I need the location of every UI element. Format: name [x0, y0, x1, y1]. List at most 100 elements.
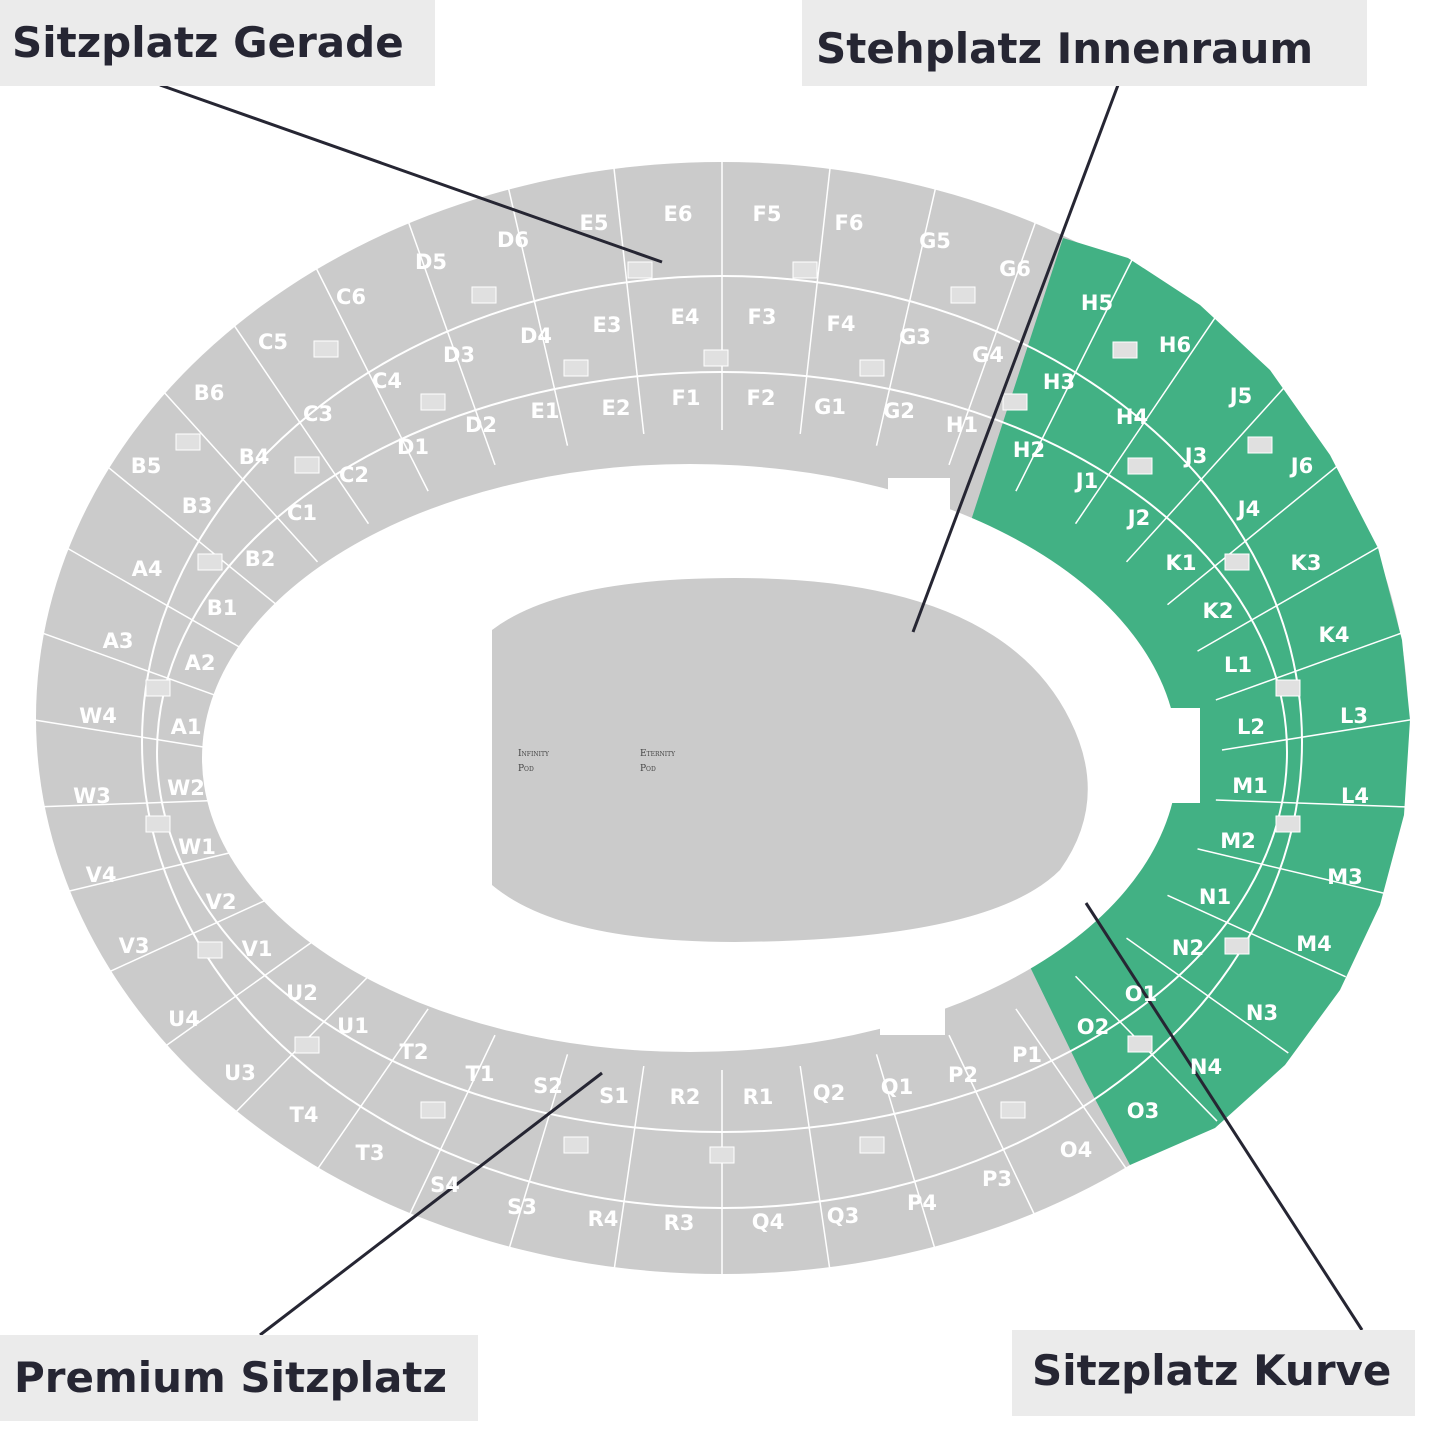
section-w1[interactable]: W1 [178, 835, 216, 859]
section-e4[interactable]: E4 [671, 305, 700, 329]
section-h2[interactable]: H2 [1013, 438, 1045, 462]
section-u3[interactable]: U3 [224, 1061, 256, 1085]
section-v1[interactable]: V1 [242, 937, 273, 961]
section-c3[interactable]: C3 [303, 402, 333, 426]
section-e3[interactable]: E3 [593, 313, 622, 337]
section-o2[interactable]: O2 [1077, 1015, 1109, 1039]
section-g3[interactable]: G3 [899, 325, 931, 349]
section-t4[interactable]: T4 [290, 1103, 319, 1127]
section-f3[interactable]: F3 [748, 305, 777, 329]
section-a3[interactable]: A3 [103, 629, 134, 653]
section-v4[interactable]: V4 [86, 863, 117, 887]
section-b6[interactable]: B6 [194, 381, 225, 405]
section-k4[interactable]: K4 [1319, 623, 1350, 647]
section-c2[interactable]: C2 [339, 463, 369, 487]
section-f4[interactable]: F4 [827, 312, 856, 336]
section-b4[interactable]: B4 [239, 445, 270, 469]
section-e6[interactable]: E6 [664, 202, 693, 226]
section-k1[interactable]: K1 [1166, 551, 1197, 575]
section-h1[interactable]: H1 [946, 413, 978, 437]
section-l3[interactable]: L3 [1340, 704, 1368, 728]
section-u4[interactable]: U4 [168, 1007, 200, 1031]
section-m4[interactable]: M4 [1296, 932, 1332, 956]
section-c4[interactable]: C4 [372, 369, 402, 393]
section-e2[interactable]: E2 [602, 396, 631, 420]
section-b5[interactable]: B5 [131, 454, 162, 478]
section-g4[interactable]: G4 [972, 343, 1004, 367]
section-s1[interactable]: S1 [599, 1084, 629, 1108]
section-l1[interactable]: L1 [1224, 653, 1252, 677]
section-r4[interactable]: R4 [588, 1207, 619, 1231]
section-c1[interactable]: C1 [287, 501, 317, 525]
section-v3[interactable]: V3 [119, 934, 150, 958]
section-j4[interactable]: J4 [1236, 497, 1260, 521]
section-p4[interactable]: P4 [907, 1191, 937, 1215]
section-j1[interactable]: J1 [1074, 469, 1098, 493]
section-w2[interactable]: W2 [167, 776, 205, 800]
section-r3[interactable]: R3 [664, 1211, 695, 1235]
section-o3[interactable]: O3 [1127, 1099, 1159, 1123]
section-e1[interactable]: E1 [531, 399, 560, 423]
section-g2[interactable]: G2 [883, 399, 915, 423]
section-m3[interactable]: M3 [1327, 865, 1363, 889]
section-f5[interactable]: F5 [753, 202, 782, 226]
section-j6[interactable]: J6 [1289, 454, 1313, 478]
section-t3[interactable]: T3 [356, 1141, 385, 1165]
section-d1[interactable]: D1 [397, 435, 429, 459]
section-p1[interactable]: P1 [1012, 1043, 1042, 1067]
section-g6[interactable]: G6 [999, 257, 1031, 281]
section-m2[interactable]: M2 [1220, 829, 1256, 853]
section-a1[interactable]: A1 [171, 715, 202, 739]
section-g1[interactable]: G1 [814, 395, 846, 419]
section-b1[interactable]: B1 [207, 596, 238, 620]
section-d2[interactable]: D2 [465, 413, 497, 437]
section-n4[interactable]: N4 [1190, 1055, 1222, 1079]
section-k3[interactable]: K3 [1291, 551, 1322, 575]
section-h6[interactable]: H6 [1159, 333, 1191, 357]
section-h3[interactable]: H3 [1043, 370, 1075, 394]
section-k2[interactable]: K2 [1203, 599, 1234, 623]
section-f2[interactable]: F2 [747, 386, 776, 410]
section-w3[interactable]: W3 [73, 784, 111, 808]
section-m1[interactable]: M1 [1232, 774, 1268, 798]
section-d5[interactable]: D5 [415, 250, 447, 274]
section-d6[interactable]: D6 [497, 228, 529, 252]
section-p2[interactable]: P2 [948, 1063, 978, 1087]
section-w4[interactable]: W4 [79, 704, 117, 728]
section-s2[interactable]: S2 [533, 1074, 563, 1098]
section-j3[interactable]: J3 [1183, 444, 1207, 468]
section-d3[interactable]: D3 [443, 343, 475, 367]
section-j5[interactable]: J5 [1228, 384, 1252, 408]
section-n2[interactable]: N2 [1172, 936, 1204, 960]
section-h5[interactable]: H5 [1081, 291, 1113, 315]
section-o1[interactable]: O1 [1125, 982, 1157, 1006]
section-v2[interactable]: V2 [206, 890, 237, 914]
section-u1[interactable]: U1 [337, 1014, 369, 1038]
section-n1[interactable]: N1 [1199, 885, 1231, 909]
section-q1[interactable]: Q1 [881, 1075, 913, 1099]
section-j2[interactable]: J2 [1126, 506, 1150, 530]
section-n3[interactable]: N3 [1246, 1001, 1278, 1025]
section-b2[interactable]: B2 [245, 547, 276, 571]
section-b3[interactable]: B3 [182, 494, 213, 518]
section-a4[interactable]: A4 [132, 557, 163, 581]
section-h4[interactable]: H4 [1116, 405, 1148, 429]
section-f1[interactable]: F1 [672, 386, 701, 410]
section-t2[interactable]: T2 [400, 1040, 429, 1064]
section-c6[interactable]: C6 [336, 285, 366, 309]
section-f6[interactable]: F6 [835, 211, 864, 235]
section-q3[interactable]: Q3 [827, 1204, 859, 1228]
section-q2[interactable]: Q2 [813, 1081, 845, 1105]
section-a2[interactable]: A2 [185, 651, 216, 675]
section-d4[interactable]: D4 [520, 324, 552, 348]
section-c5[interactable]: C5 [258, 330, 288, 354]
section-g5[interactable]: G5 [919, 229, 951, 253]
section-r1[interactable]: R1 [743, 1085, 774, 1109]
section-e5[interactable]: E5 [580, 211, 609, 235]
section-s3[interactable]: S3 [507, 1195, 537, 1219]
section-u2[interactable]: U2 [286, 981, 318, 1005]
section-o4[interactable]: O4 [1060, 1138, 1092, 1162]
section-t1[interactable]: T1 [466, 1062, 495, 1086]
section-l2[interactable]: L2 [1237, 715, 1265, 739]
section-q4[interactable]: Q4 [752, 1210, 784, 1234]
